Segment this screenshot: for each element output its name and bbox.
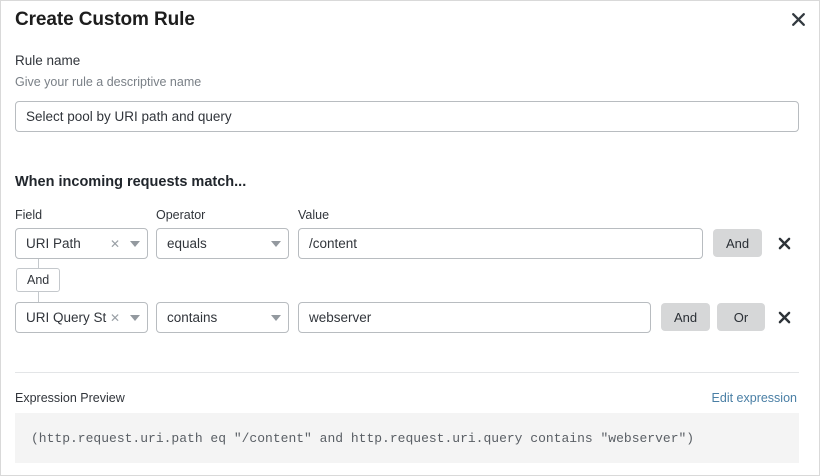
chevron-down-icon[interactable] [264, 303, 288, 332]
and-button-2[interactable]: And [661, 303, 711, 331]
rule-name-hint: Give your rule a descriptive name [15, 75, 202, 89]
condition-connector-and-badge[interactable]: And [16, 268, 61, 292]
rule-name-label: Rule name [15, 53, 81, 68]
operator-select-2-value: contains [167, 310, 218, 325]
field-select-1[interactable]: URI Path ✕ [15, 228, 148, 259]
chevron-down-icon[interactable] [264, 229, 288, 258]
close-icon[interactable] [786, 7, 810, 31]
or-button-2[interactable]: Or [717, 303, 765, 331]
close-icon [778, 311, 790, 323]
and-button-1[interactable]: And [713, 229, 763, 257]
field-select-1-value: URI Path [26, 236, 81, 251]
chevron-down-icon[interactable] [123, 229, 147, 258]
rule-name-input[interactable] [15, 101, 799, 132]
operator-select-1-value: equals [167, 236, 207, 251]
operator-select-1[interactable]: equals [156, 228, 289, 259]
clear-icon[interactable]: ✕ [109, 236, 121, 251]
edit-expression-link[interactable]: Edit expression [711, 391, 797, 405]
expression-preview-code: (http.request.uri.path eq "/content" and… [31, 430, 695, 446]
column-header-field: Field [15, 208, 43, 222]
delete-condition-2-button[interactable] [771, 302, 797, 332]
conditions-heading: When incoming requests match... [15, 174, 247, 190]
column-header-value: Value [298, 208, 330, 222]
value-input-2[interactable] [298, 302, 651, 333]
delete-condition-1-button[interactable] [771, 228, 797, 258]
field-select-2[interactable]: URI Query St... ✕ [15, 302, 148, 333]
page-title: Create Custom Rule [15, 9, 195, 30]
section-divider [15, 372, 799, 373]
expression-preview-label: Expression Preview [15, 391, 125, 405]
value-input-1[interactable] [298, 228, 703, 259]
close-icon-glyph [791, 12, 805, 26]
clear-icon[interactable]: ✕ [109, 310, 121, 325]
chevron-down-icon[interactable] [123, 303, 147, 332]
column-header-operator: Operator [156, 208, 206, 222]
close-icon [778, 237, 790, 249]
field-select-2-value: URI Query St... [26, 310, 107, 325]
operator-select-2[interactable]: contains [156, 302, 289, 333]
expression-preview-box: (http.request.uri.path eq "/content" and… [15, 413, 799, 463]
